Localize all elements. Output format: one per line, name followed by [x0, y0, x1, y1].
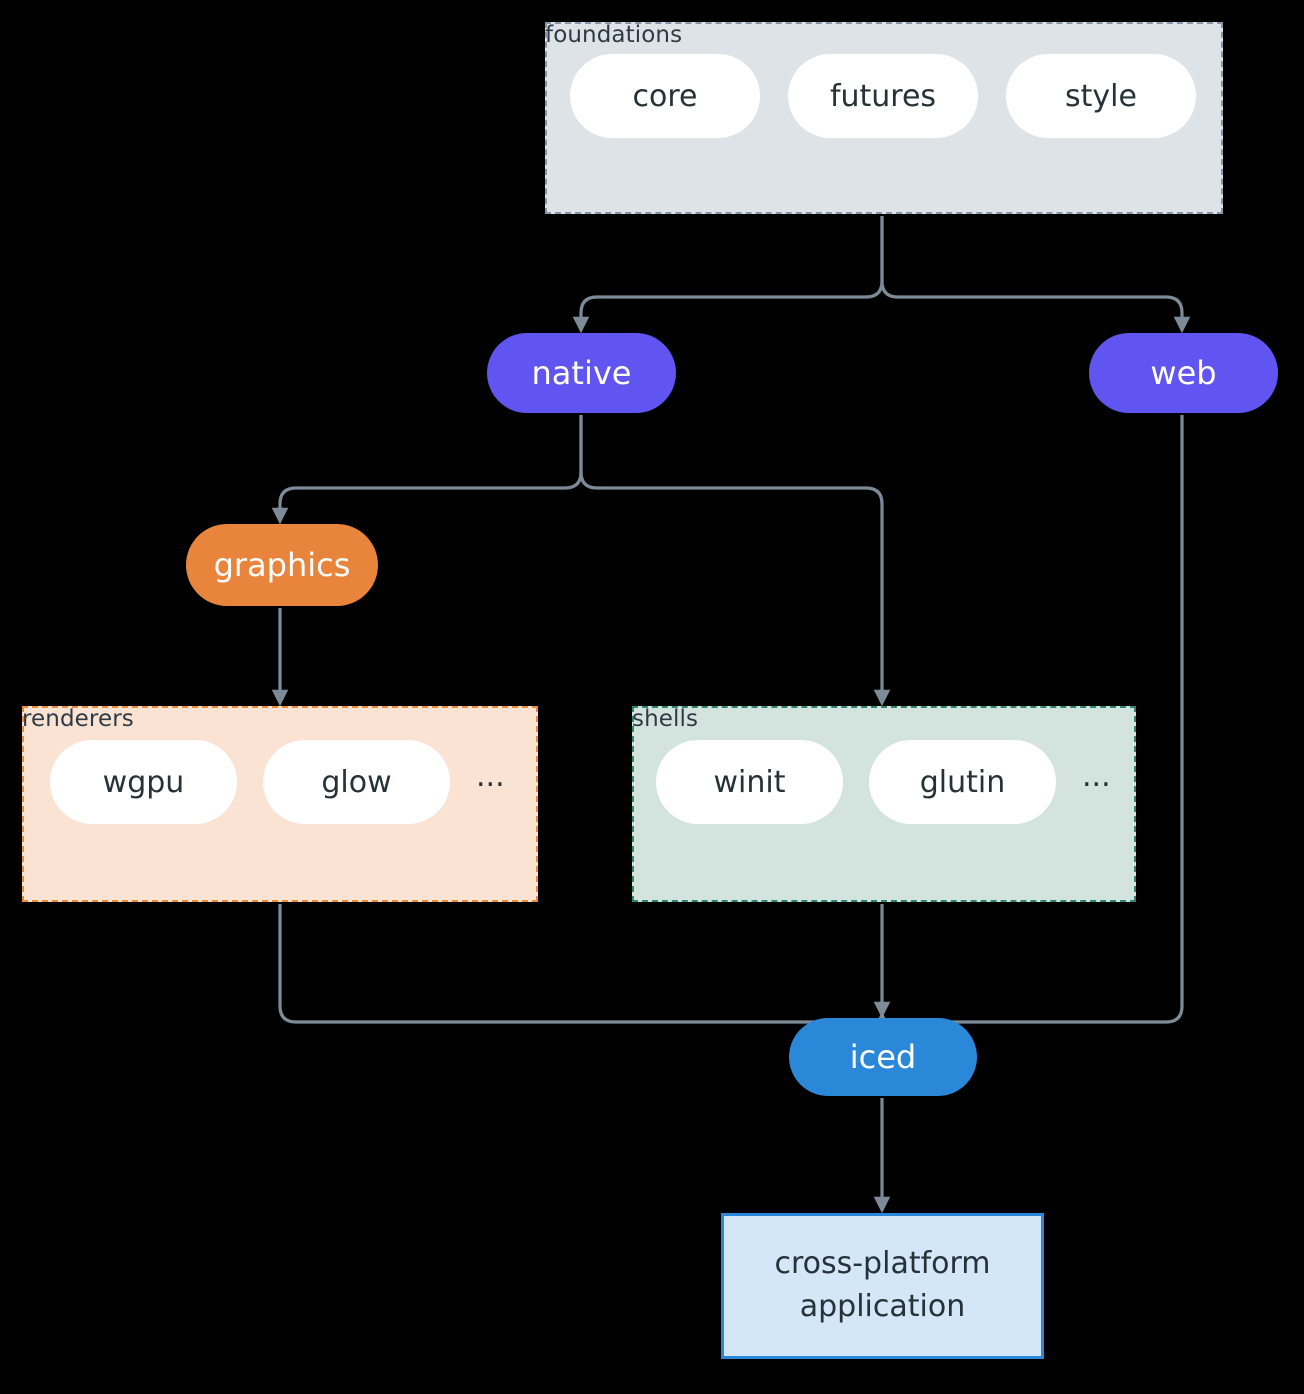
edge-foundations-native [572, 216, 884, 334]
node-native[interactable]: native [487, 333, 676, 413]
group-label-renderers: renderers [22, 706, 134, 732]
node-application-line2: application [799, 1289, 966, 1324]
foundations-pill-row: core futures style [570, 51, 1198, 141]
node-graphics-label: graphics [213, 546, 351, 584]
node-iced-label: iced [849, 1038, 917, 1076]
leaf-pill-glutin-label: glutin [919, 764, 1006, 800]
leaf-pill-winit[interactable]: winit [656, 740, 843, 824]
leaf-pill-core[interactable]: core [570, 54, 760, 138]
leaf-pill-glow[interactable]: glow [263, 740, 450, 824]
edge-renderers-iced [278, 904, 891, 1039]
shells-pill-row: winit glutin ... [656, 738, 1120, 826]
leaf-pill-wgpu-label: wgpu [102, 764, 185, 800]
group-label-shells: shells [632, 706, 699, 732]
node-web-label: web [1150, 354, 1217, 392]
edge-foundations-web [880, 216, 1191, 334]
leaf-pill-style[interactable]: style [1006, 54, 1196, 138]
leaf-pill-style-label: style [1065, 78, 1137, 114]
leaf-pill-glow-label: glow [321, 764, 392, 800]
leaf-pill-glutin[interactable]: glutin [869, 740, 1056, 824]
renderers-pill-row: wgpu glow ... [50, 738, 520, 826]
leaf-pill-futures-label: futures [829, 78, 937, 114]
shells-more-ellipsis: ... [1082, 759, 1111, 794]
node-graphics[interactable]: graphics [186, 524, 378, 606]
group-label-foundations: foundations [545, 22, 683, 48]
leaf-pill-core-label: core [632, 78, 698, 114]
leaf-pill-winit-label: winit [713, 764, 786, 800]
node-cross-platform-application[interactable]: cross-platform application [721, 1213, 1044, 1359]
edge-native-graphics [271, 415, 583, 525]
node-iced[interactable]: iced [789, 1018, 977, 1096]
leaf-pill-wgpu[interactable]: wgpu [50, 740, 237, 824]
edge-native-shells [579, 415, 891, 707]
node-native-label: native [531, 354, 632, 392]
renderers-more-ellipsis: ... [476, 759, 505, 794]
node-application-line1: cross-platform [774, 1246, 991, 1282]
leaf-pill-futures[interactable]: futures [788, 54, 978, 138]
node-web[interactable]: web [1089, 333, 1278, 413]
